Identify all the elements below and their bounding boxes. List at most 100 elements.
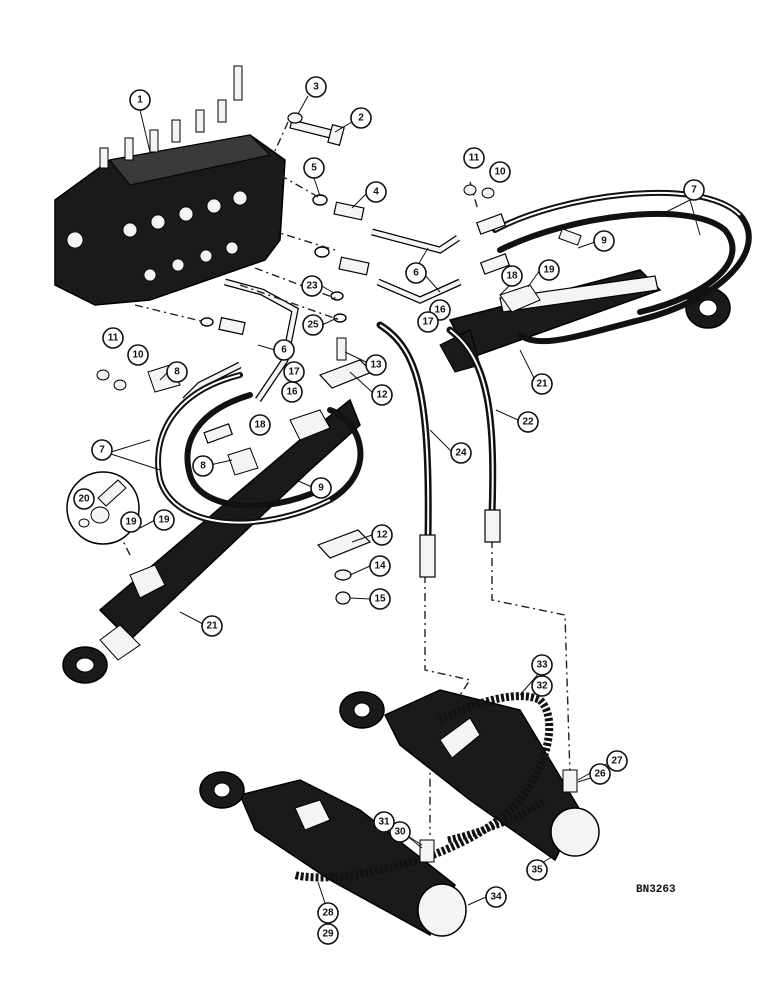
callout-9b: 9 (310, 477, 332, 499)
svg-text:23: 23 (306, 281, 318, 292)
callout-24: 24 (450, 442, 472, 464)
svg-text:15: 15 (374, 594, 386, 605)
callout-19a: 19 (538, 259, 560, 281)
callout-2: 2 (350, 107, 372, 129)
callout-8a: 8 (166, 361, 188, 383)
svg-text:10: 10 (494, 167, 506, 178)
svg-text:22: 22 (522, 417, 534, 428)
svg-text:19: 19 (125, 517, 137, 528)
upper-right-cylinder (439, 269, 731, 373)
svg-text:19: 19 (543, 265, 555, 276)
svg-text:34: 34 (490, 892, 502, 903)
svg-text:12: 12 (376, 530, 388, 541)
svg-text:3: 3 (313, 82, 319, 93)
callout-18a: 18 (501, 265, 523, 287)
callout-17a: 17 (417, 311, 439, 333)
svg-text:18: 18 (254, 420, 266, 431)
callout-12b: 12 (371, 524, 393, 546)
callout-18b: 18 (249, 414, 271, 436)
callout-32: 32 (531, 675, 553, 697)
callout-25: 25 (302, 314, 324, 336)
detail-inset (66, 471, 140, 545)
svg-text:17: 17 (422, 317, 434, 328)
svg-text:9: 9 (318, 483, 324, 494)
svg-text:2: 2 (358, 113, 364, 124)
svg-text:33: 33 (536, 660, 548, 671)
callout-15: 15 (369, 588, 391, 610)
svg-text:24: 24 (455, 448, 467, 459)
mounting-bolt (287, 112, 345, 146)
callout-8b: 8 (192, 455, 214, 477)
svg-text:20: 20 (78, 494, 90, 505)
svg-text:21: 21 (536, 379, 548, 390)
callout-7b: 7 (91, 439, 113, 461)
callout-19b: 19 (120, 511, 142, 533)
valve-fittings-and-tubes (182, 194, 462, 403)
svg-text:7: 7 (691, 185, 697, 196)
callout-12a: 12 (371, 384, 393, 406)
svg-text:8: 8 (174, 367, 180, 378)
callouts: 1 2 3 4 5 6 6 7 7 8 8 9 9 10 10 11 11 12… (73, 76, 705, 945)
svg-text:28: 28 (322, 908, 334, 919)
callout-11b: 11 (102, 327, 124, 349)
drawing-reference-code: BN3263 (636, 884, 676, 896)
svg-text:11: 11 (469, 153, 480, 164)
lower-cylinder-35 (339, 689, 600, 862)
callout-10a: 10 (489, 161, 511, 183)
callout-26: 26 (589, 763, 611, 785)
callout-23: 23 (301, 275, 323, 297)
lower-hoses (293, 692, 578, 882)
svg-text:19: 19 (158, 515, 170, 526)
callout-7a: 7 (683, 179, 705, 201)
left-hose-loop (155, 372, 364, 526)
callout-6a: 6 (405, 262, 427, 284)
svg-text:9: 9 (601, 236, 607, 247)
svg-text:8: 8 (200, 461, 206, 472)
lower-cylinder-34 (199, 771, 467, 937)
callout-29: 29 (317, 923, 339, 945)
svg-text:31: 31 (378, 817, 390, 828)
svg-text:26: 26 (594, 769, 606, 780)
callout-28: 28 (317, 902, 339, 924)
callout-13: 13 (365, 354, 387, 376)
callout-9a: 9 (593, 230, 615, 252)
callout-34: 34 (485, 886, 507, 908)
svg-text:4: 4 (373, 187, 379, 198)
svg-text:11: 11 (108, 333, 119, 344)
callout-20: 20 (73, 488, 95, 510)
svg-text:1: 1 (137, 95, 143, 106)
svg-text:14: 14 (374, 561, 386, 572)
callout-14: 14 (369, 555, 391, 577)
callout-4: 4 (365, 181, 387, 203)
control-valve-assembly (54, 65, 286, 306)
callout-5: 5 (303, 157, 325, 179)
svg-text:16: 16 (286, 387, 298, 398)
callout-17b: 17 (283, 361, 305, 383)
callout-16b: 16 (281, 381, 303, 403)
svg-text:32: 32 (536, 681, 548, 692)
svg-text:10: 10 (132, 350, 144, 361)
callout-6b: 6 (273, 339, 295, 361)
svg-text:13: 13 (370, 360, 382, 371)
svg-text:27: 27 (611, 756, 623, 767)
callout-3: 3 (305, 76, 327, 98)
callout-11a: 11 (463, 147, 485, 169)
svg-text:6: 6 (281, 345, 287, 356)
upper-hose-loop (475, 189, 752, 345)
callout-1: 1 (129, 89, 151, 111)
plates-and-hardware (96, 184, 582, 605)
svg-text:21: 21 (206, 621, 218, 632)
svg-text:25: 25 (307, 320, 319, 331)
svg-text:30: 30 (394, 827, 406, 838)
svg-text:18: 18 (506, 271, 518, 282)
callout-33: 33 (531, 654, 553, 676)
svg-text:16: 16 (434, 305, 446, 316)
svg-text:6: 6 (413, 268, 419, 279)
svg-text:12: 12 (376, 390, 388, 401)
callout-21b: 21 (201, 615, 223, 637)
svg-text:35: 35 (531, 865, 543, 876)
svg-text:17: 17 (288, 367, 300, 378)
svg-text:29: 29 (322, 929, 334, 940)
callout-10b: 10 (127, 344, 149, 366)
